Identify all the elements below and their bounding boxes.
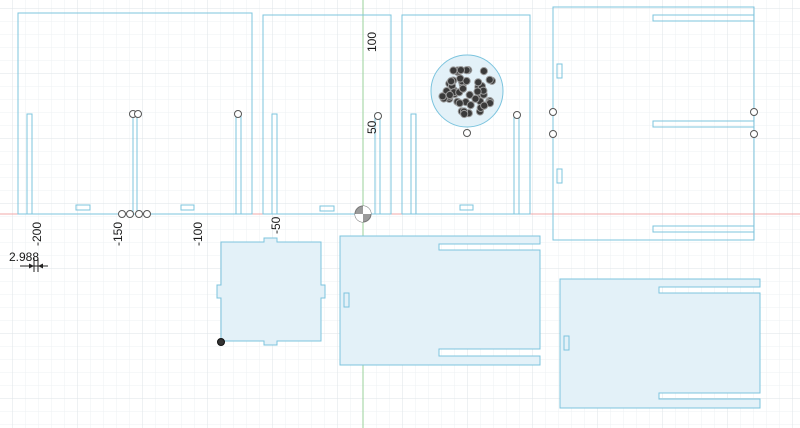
dimension-marker[interactable]	[20, 258, 48, 272]
sketch-point[interactable]	[143, 210, 151, 218]
sketch-point[interactable]	[134, 110, 142, 118]
sketch-point[interactable]	[513, 111, 521, 119]
sketch-point[interactable]	[126, 210, 134, 218]
sketch-point[interactable]	[479, 67, 488, 76]
panel-3-tab[interactable]	[459, 204, 474, 211]
panel-4-slot-mid[interactable]	[652, 120, 755, 128]
profile-large-box-2[interactable]	[559, 278, 761, 409]
sketch-point[interactable]	[449, 66, 458, 75]
profile-small-box[interactable]	[216, 237, 326, 346]
sketch-point-selected[interactable]	[217, 338, 225, 346]
panel-2-outline[interactable]	[262, 14, 392, 215]
sketch-point[interactable]	[466, 101, 475, 110]
sketch-point[interactable]	[455, 99, 464, 108]
panel-4-tab-top[interactable]	[556, 63, 563, 79]
panel-2-tab[interactable]	[319, 205, 335, 212]
sketch-point[interactable]	[462, 76, 471, 86]
x-tick-label: -200	[30, 221, 44, 246]
sketch-point[interactable]	[447, 77, 456, 86]
profile-large-box-2-tab[interactable]	[563, 335, 570, 351]
panel-3-outline[interactable]	[401, 14, 531, 215]
panel-1-tab-left[interactable]	[75, 204, 91, 211]
sketch-point[interactable]	[438, 92, 447, 101]
sketch-point[interactable]	[456, 66, 465, 75]
profile-large-box-1[interactable]	[339, 235, 541, 366]
sketch-point[interactable]	[458, 84, 468, 93]
panel-1-tab-right[interactable]	[180, 204, 195, 211]
sketch-point[interactable]	[485, 75, 494, 84]
sketch-point[interactable]	[471, 94, 480, 103]
panel-1-left-slot[interactable]	[26, 113, 33, 215]
panel-3-left-slot[interactable]	[410, 113, 417, 215]
x-tick-label: -100	[191, 221, 205, 246]
x-tick-label: -150	[111, 221, 125, 246]
sketch-point[interactable]	[549, 130, 557, 138]
sketch-point[interactable]	[460, 109, 469, 119]
sketch-point[interactable]	[480, 101, 489, 110]
sketch-point[interactable]	[234, 110, 242, 118]
sketch-point-cluster[interactable]	[438, 66, 496, 119]
sketch-point[interactable]	[465, 90, 474, 100]
origin-icon[interactable]	[354, 205, 372, 223]
sketch-point[interactable]	[473, 87, 482, 96]
y-tick-label: 100	[365, 31, 379, 52]
sketch-point[interactable]	[374, 112, 382, 120]
panel-4-tab-bottom[interactable]	[556, 168, 563, 184]
panel-2-left-slot[interactable]	[271, 113, 278, 215]
panel-4-slot-bottom[interactable]	[652, 225, 755, 233]
sketch-point[interactable]	[750, 130, 758, 138]
x-tick-label: -50	[269, 216, 283, 234]
sketch-point[interactable]	[135, 210, 143, 218]
panel-4-slot-top[interactable]	[652, 14, 755, 22]
dimension-value[interactable]: 2.988	[9, 250, 40, 264]
sketch-point[interactable]	[445, 90, 454, 100]
profile-large-box-1-tab[interactable]	[343, 292, 350, 308]
sketch-point[interactable]	[549, 108, 557, 116]
sketch-point[interactable]	[474, 78, 483, 87]
y-tick-label: 50	[365, 120, 379, 134]
sketch-point[interactable]	[750, 108, 758, 116]
sketch-point[interactable]	[118, 210, 126, 218]
sketch-point[interactable]	[463, 129, 471, 137]
